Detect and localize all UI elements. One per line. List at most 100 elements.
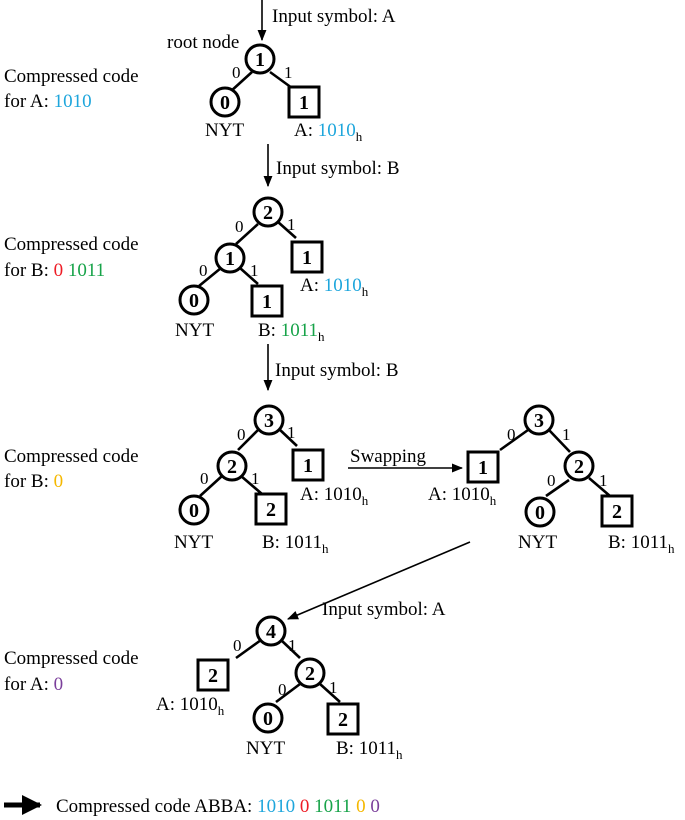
- inner-node: [294, 657, 326, 689]
- input-label: Input symbol: B: [276, 158, 400, 179]
- root-node: [255, 615, 287, 647]
- leaf-a-label: A: 1010h: [300, 484, 369, 508]
- inner-node: [216, 450, 248, 482]
- edge-inner-right: [588, 477, 611, 497]
- edge-bit-root-left: 0: [233, 636, 242, 655]
- root-weight: 4: [266, 621, 276, 643]
- edge-bit-root-left: 0: [237, 425, 246, 444]
- edge-inner-left: [199, 475, 223, 497]
- leaf-a: [290, 240, 324, 274]
- leaf-a-label: A: 1010h: [300, 275, 369, 299]
- edge-inner-right: [239, 267, 259, 285]
- edge-inner-right: [319, 683, 341, 703]
- nyt-label: NYT: [174, 532, 213, 553]
- nyt-weight: 0: [189, 500, 199, 522]
- code-label-line2: for A: 1010: [4, 91, 92, 112]
- edge-bit-root-right: 1: [562, 425, 571, 444]
- edge-bit-root-right: 1: [287, 423, 296, 442]
- inner-weight: 2: [227, 456, 237, 478]
- root-node: [244, 43, 276, 75]
- leaf-b-label: B: 1011h: [336, 738, 403, 762]
- step-1: Input symbol: A root node Compressed cod…: [4, 0, 396, 144]
- code-label-line2: for A: 0: [4, 674, 63, 695]
- leaf-a: [287, 85, 321, 119]
- code-label-line1: Compressed code: [4, 66, 139, 87]
- edge-bit-inner-left: 0: [199, 261, 208, 280]
- code-label-line1: Compressed code: [4, 234, 139, 255]
- edge-bit-root-left: 0: [235, 217, 244, 236]
- leaf-a-weight: 1: [478, 457, 488, 479]
- nyt-label: NYT: [518, 532, 557, 553]
- inner-weight: 2: [574, 456, 584, 478]
- edge-root-right: [277, 427, 298, 447]
- leaf-b: [254, 492, 288, 526]
- edge-root-right: [277, 221, 297, 239]
- root-weight: 2: [263, 202, 273, 224]
- nyt-weight: 0: [263, 708, 273, 730]
- leaf-a-label: A: 1010h: [428, 484, 497, 508]
- step-4: Input symbol: A Compressed code for A: 0…: [4, 541, 471, 762]
- nyt-weight: 0: [189, 290, 199, 312]
- input-label: Input symbol: A: [322, 599, 446, 620]
- nyt-node: [178, 494, 210, 526]
- edge-bit-inner-right: 1: [329, 678, 338, 697]
- step-3: Input symbol: B Compressed code for B: 0…: [4, 344, 675, 556]
- edge-root-left: [235, 638, 262, 660]
- edge-inner-right: [240, 475, 263, 495]
- nyt-label: NYT: [205, 120, 244, 141]
- code-label-line2: for B: 0: [4, 471, 63, 492]
- leaf-b-label: B: 1011h: [608, 532, 675, 556]
- inner-node: [214, 242, 246, 274]
- nyt-node: [178, 284, 210, 316]
- root-weight: 3: [534, 410, 544, 432]
- leaf-a: [466, 450, 500, 484]
- edge-bit-inner-right: 1: [599, 471, 608, 490]
- nyt-node: [524, 496, 556, 528]
- edge-left: [229, 71, 253, 93]
- edge-bit-root-left: 0: [507, 425, 516, 444]
- edge-bit-right: 1: [284, 63, 293, 82]
- leaf-b-label: B: 1011h: [258, 320, 325, 344]
- edge-inner-left: [275, 682, 301, 704]
- leaf-b-weight: 1: [262, 291, 272, 313]
- edge-inner-left: [545, 478, 570, 498]
- leaf-a-weight: 1: [302, 247, 312, 269]
- leaf-b-weight: 2: [338, 709, 348, 731]
- step-2: Input symbol: B Compressed code for B: 0…: [4, 144, 400, 344]
- edge-inner-left: [198, 266, 222, 288]
- root-node: [253, 404, 285, 436]
- inner-weight: 2: [305, 663, 315, 685]
- edge-bit-inner-right: 1: [251, 469, 260, 488]
- root-weight: 3: [264, 410, 274, 432]
- edge-right: [269, 70, 293, 90]
- edge-root-left: [237, 429, 259, 451]
- final-code-text: Compressed code ABBA: 1010 0 1011 0 0: [56, 796, 380, 817]
- code-label-line2: for B: 0 1011: [4, 260, 105, 281]
- nyt-label: NYT: [175, 320, 214, 341]
- swapping-label: Swapping: [350, 446, 427, 467]
- leaf-b: [326, 702, 360, 736]
- leaf-a: [196, 658, 230, 692]
- leaf-b: [250, 284, 284, 318]
- edge-bit-root-right: 1: [288, 636, 297, 655]
- edge-root-left: [235, 223, 259, 245]
- edge-bit-left: 0: [232, 63, 241, 82]
- root-node: [252, 196, 284, 228]
- edge-root-left: [499, 428, 529, 452]
- code-label-line1: Compressed code: [4, 446, 139, 467]
- leaf-b: [600, 494, 634, 528]
- input-label: Input symbol: B: [275, 360, 399, 381]
- edge-bit-root-right: 1: [287, 215, 296, 234]
- input-label: Input symbol: A: [272, 6, 396, 27]
- input-arrow: [286, 541, 471, 620]
- edge-root-right: [548, 429, 571, 453]
- edge-bit-inner-left: 0: [200, 469, 209, 488]
- nyt-node: [209, 86, 241, 118]
- nyt-weight: 0: [220, 92, 230, 114]
- leaf-b-weight: 2: [612, 501, 622, 523]
- leaf-a-label: A: 1010h: [294, 120, 363, 144]
- edge-root-right: [280, 639, 301, 659]
- root-node: [523, 404, 555, 436]
- code-label-line1: Compressed code: [4, 648, 139, 669]
